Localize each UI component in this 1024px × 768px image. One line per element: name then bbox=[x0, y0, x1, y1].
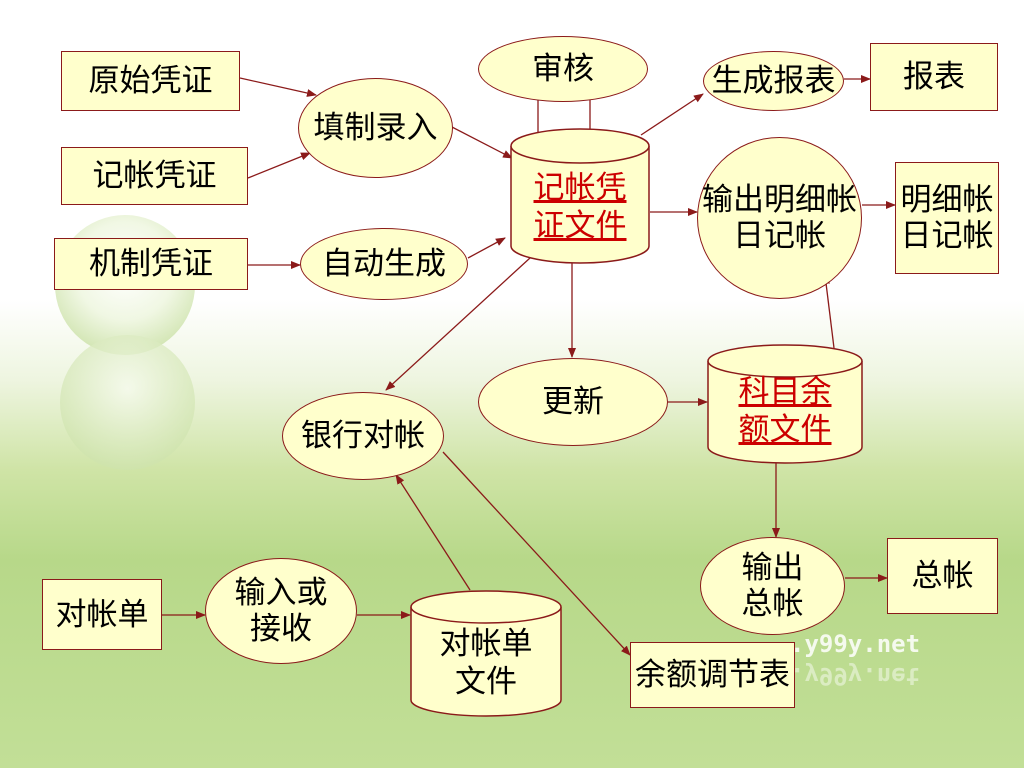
arrow-fill-to-voucherfile bbox=[451, 126, 513, 159]
arrow-voucherfile-to-generate bbox=[640, 93, 704, 136]
decorative-orb-bottom bbox=[60, 335, 195, 470]
voucher-file-line2: 证文件 bbox=[533, 208, 627, 244]
watermark-text: .y99y.net bbox=[790, 630, 921, 658]
fill-entry-ellipse: 填制录入 bbox=[298, 78, 453, 178]
statement-file-line2: 文件 bbox=[455, 664, 517, 700]
input-receive-line2: 接收 bbox=[250, 611, 312, 647]
arrow-statementfile-to-bank bbox=[395, 474, 471, 591]
input-receive-line1: 输入或 bbox=[234, 575, 328, 611]
watermark-reflection: .y99y.net bbox=[790, 662, 921, 690]
detail-journal-box: 明细帐 日记帐 bbox=[895, 162, 999, 274]
generate-report-ellipse: 生成报表 bbox=[703, 51, 844, 111]
arrow-original-to-fill bbox=[239, 77, 317, 97]
general-ledger-box: 总帐 bbox=[887, 538, 998, 614]
output-ledger-ellipse: 输出 总帐 bbox=[700, 537, 845, 635]
detail-journal-line2: 日记帐 bbox=[900, 218, 994, 254]
bookkeeping-voucher-box: 记帐凭证 bbox=[61, 147, 248, 205]
output-ledger-line2: 总帐 bbox=[741, 586, 804, 622]
arrow-auto-to-voucherfile bbox=[467, 237, 506, 259]
account-balance-line1: 科目余 bbox=[738, 374, 832, 410]
arrow-bookkeeping-to-fill bbox=[247, 152, 311, 179]
report-box: 报表 bbox=[870, 43, 998, 111]
detail-journal-line1: 明细帐 bbox=[900, 182, 994, 218]
arrow-bank-to-balanceadjust bbox=[442, 451, 631, 656]
statement-box: 对帐单 bbox=[42, 579, 162, 650]
statement-file-line1: 对帐单 bbox=[439, 626, 533, 662]
statement-file-cylinder: 对帐单 文件 bbox=[410, 590, 562, 718]
update-ellipse: 更新 bbox=[478, 358, 668, 446]
balance-adjust-box: 余额调节表 bbox=[630, 642, 795, 708]
audit-ellipse: 审核 bbox=[478, 36, 648, 102]
output-detail-line1: 输出明细帐 bbox=[702, 182, 857, 218]
machine-voucher-box: 机制凭证 bbox=[54, 238, 248, 290]
output-detail-ellipse: 输出明细帐 日记帐 bbox=[697, 137, 862, 299]
account-balance-cylinder: 科目余 额文件 bbox=[707, 344, 863, 464]
auto-generate-ellipse: 自动生成 bbox=[300, 228, 468, 300]
voucher-file-line1: 记帐凭 bbox=[533, 170, 627, 206]
output-ledger-line1: 输出 bbox=[741, 550, 804, 586]
arrow-voucherfile-to-bank bbox=[385, 257, 531, 391]
output-detail-line2: 日记帐 bbox=[733, 218, 826, 254]
input-receive-ellipse: 输入或 接收 bbox=[205, 558, 357, 664]
bank-reconcile-ellipse: 银行对帐 bbox=[282, 392, 444, 480]
voucher-file-cylinder: 记帐凭 证文件 bbox=[510, 128, 650, 264]
original-voucher-box: 原始凭证 bbox=[61, 51, 240, 111]
account-balance-line2: 额文件 bbox=[738, 412, 832, 448]
arrow-balancefile-to-outputdetail bbox=[822, 274, 835, 349]
